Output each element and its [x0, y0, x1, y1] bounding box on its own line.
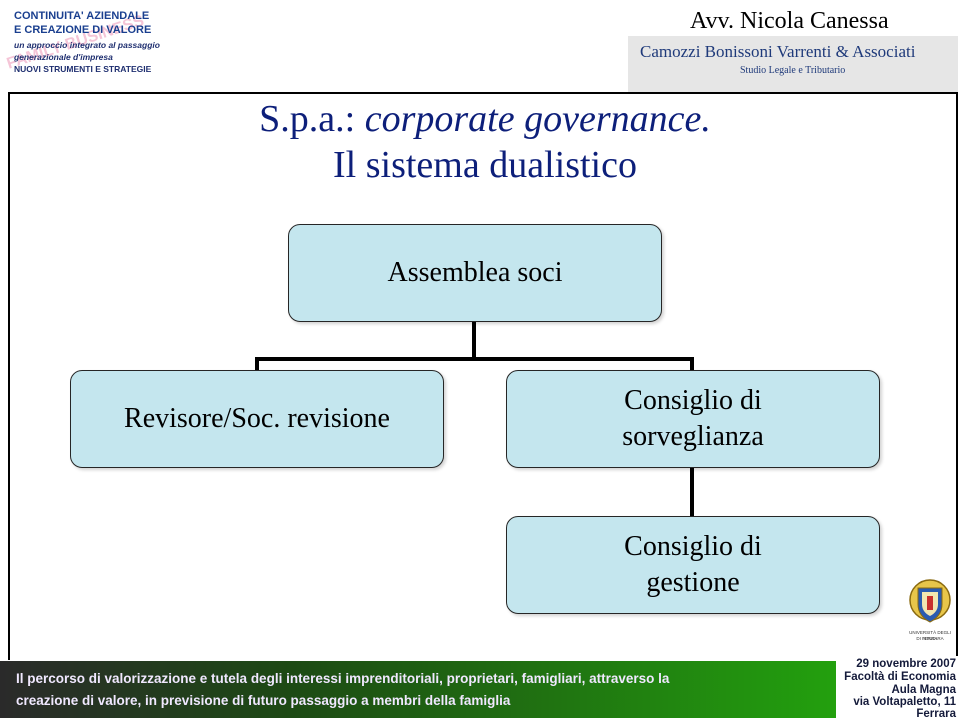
connector-sorveglianza-gestione	[690, 468, 694, 516]
crest-caption-2: DI FERRARA	[916, 636, 944, 641]
event-info: 29 novembre 2007 Facoltà di Economia Aul…	[836, 656, 960, 720]
crest-caption-1: UNIVERSITÀ DEGLI STUDI	[909, 630, 951, 641]
footer-line-1: Il percorso di valorizzazione e tutela d…	[16, 671, 670, 686]
node-consiglio-sorveglianza: Consiglio di sorveglianza	[506, 370, 880, 468]
university-crest: UNIVERSITÀ DEGLI STUDI DI FERRARA	[906, 578, 954, 654]
slide-title: S.p.a.: corporate governance. Il sistema…	[190, 96, 780, 188]
title-line-1: S.p.a.: corporate governance.	[190, 96, 780, 142]
connector-horizontal	[255, 357, 693, 361]
conference-logo: FAMILY BUSINESS CONTINUITA' AZIENDALE E …	[5, 4, 183, 84]
sorveglianza-line-1: Consiglio di	[624, 385, 762, 416]
event-room: Aula Magna	[891, 684, 956, 696]
event-address: via Voltapaletto, 11	[853, 696, 956, 708]
sorveglianza-line-2: sorveglianza	[622, 421, 764, 452]
node-consiglio-gestione: Consiglio di gestione	[506, 516, 880, 614]
event-city: Ferrara	[916, 708, 956, 720]
frame-top	[8, 92, 958, 94]
logo-line-4: generazionale d'impresa	[14, 52, 113, 62]
firm-banner: Camozzi Bonissoni Varrenti & Associati S…	[628, 36, 958, 92]
logo-line-3: un approccio integrato al passaggio	[14, 40, 160, 50]
node-revisore: Revisore/Soc. revisione	[70, 370, 444, 468]
firm-subtitle: Studio Legale e Tributario	[740, 65, 846, 76]
gestione-line-1: Consiglio di	[624, 531, 762, 562]
logo-line-1: CONTINUITA' AZIENDALE	[14, 10, 150, 22]
event-faculty: Facoltà di Economia	[844, 671, 956, 683]
node-assemblea-soci: Assemblea soci	[288, 224, 662, 322]
footer-bar	[0, 661, 836, 718]
node-revisore-label: Revisore/Soc. revisione	[124, 403, 390, 434]
gestione-line-2: gestione	[646, 567, 740, 598]
event-date: 29 novembre 2007	[856, 658, 956, 670]
node-assemblea-soci-label: Assemblea soci	[387, 257, 563, 288]
frame-left	[8, 92, 10, 660]
logo-line-5: NUOVI STRUMENTI E STRATEGIE	[14, 64, 152, 74]
crest-shield-icon	[909, 579, 951, 623]
logo-line-2: E CREAZIONE DI VALORE	[14, 24, 152, 36]
title-italic: corporate governance.	[364, 98, 711, 140]
node-consiglio-gestione-label: Consiglio di gestione	[624, 529, 762, 601]
title-line-2: Il sistema dualistico	[333, 144, 637, 186]
node-consiglio-sorveglianza-label: Consiglio di sorveglianza	[622, 383, 764, 455]
footer-line-2: creazione di valore, in previsione di fu…	[16, 693, 511, 708]
author-name: Avv. Nicola Canessa	[690, 8, 889, 34]
connector-root-down	[472, 321, 476, 359]
connector-left-down	[255, 357, 259, 371]
firm-name: Camozzi Bonissoni Varrenti & Associati	[640, 42, 916, 61]
frame-right	[956, 92, 958, 660]
connector-right-down	[690, 357, 694, 371]
title-prefix: S.p.a.:	[259, 98, 365, 140]
